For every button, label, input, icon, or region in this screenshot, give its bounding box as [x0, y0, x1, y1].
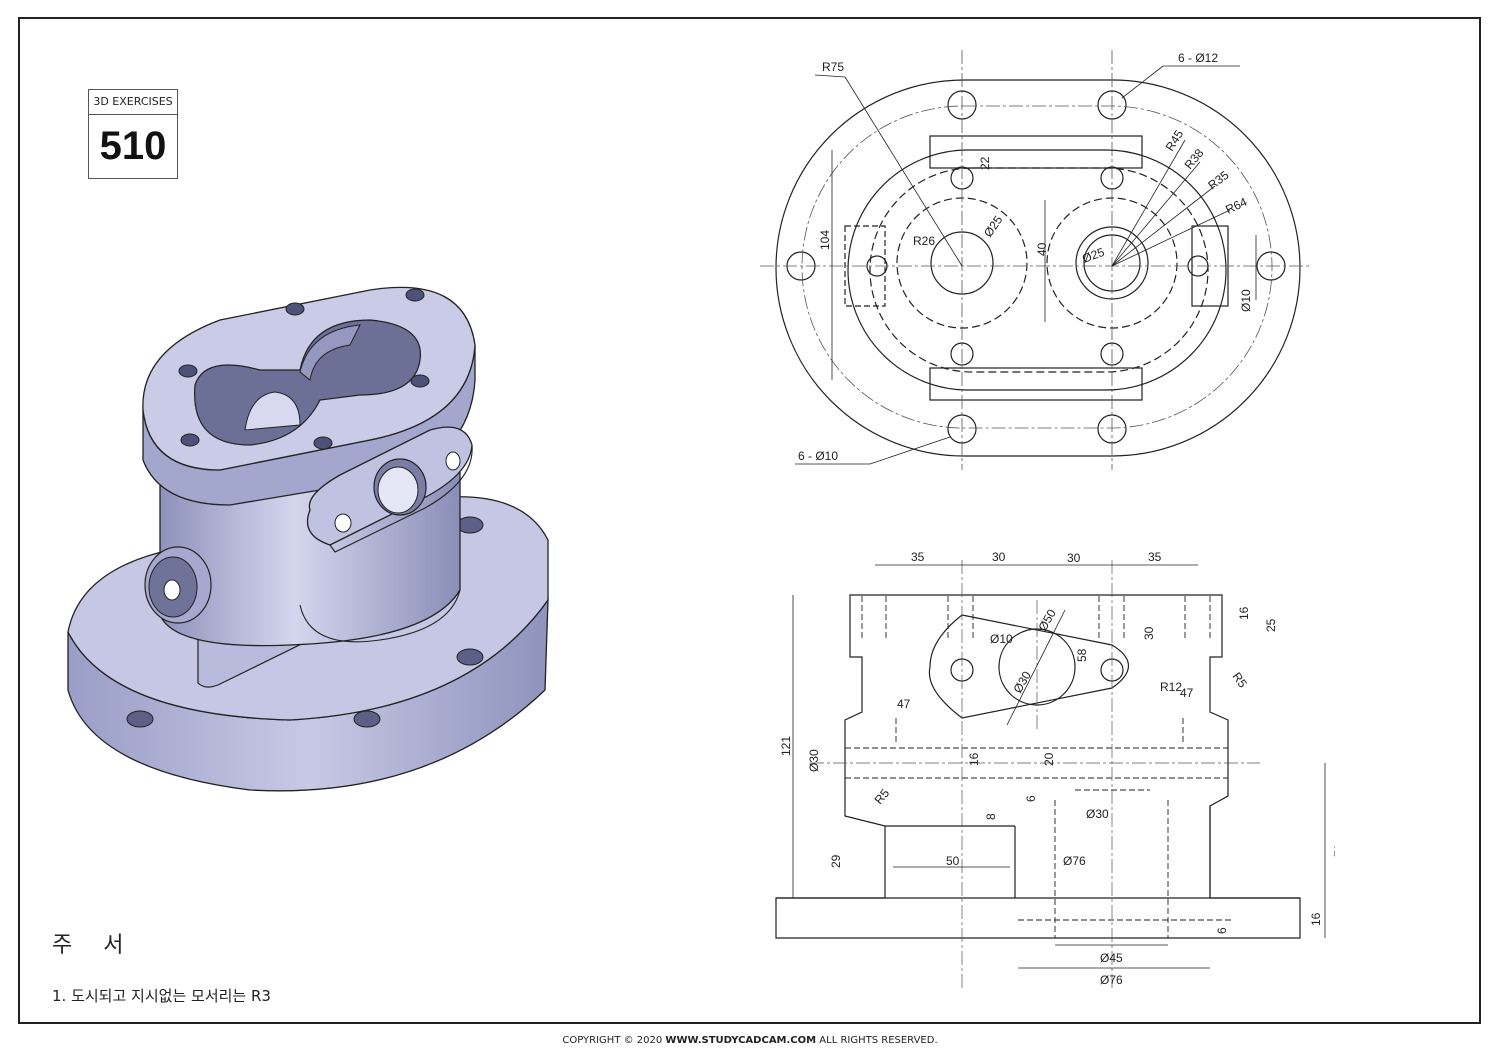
dim-w35a: 35 [911, 550, 925, 564]
dim-h25: 25 [1264, 618, 1278, 632]
dim-d76b: Ø76 [1100, 973, 1123, 987]
dim-d25-left: Ø25 [981, 213, 1006, 240]
copyright-footer: COPYRIGHT © 2020 WWW.STUDYCADCAM.COM ALL… [0, 1035, 1500, 1046]
dim-r35: R35 [1205, 168, 1231, 193]
dim-h6b: 6 [1215, 927, 1229, 934]
dim-r5b: R5 [872, 786, 893, 807]
copyright-prefix: COPYRIGHT © 2020 [562, 1035, 666, 1046]
oval-flange-edge [329, 444, 473, 553]
dim-d25-right: Ø25 [1080, 245, 1106, 266]
dim-r45: R45 [1163, 127, 1187, 153]
dim-w47b: 47 [1180, 686, 1194, 700]
dim-d30s: Ø30 [1086, 807, 1109, 821]
base-hole [456, 516, 484, 534]
dim-h16b: 16 [967, 752, 981, 766]
housing-hole [285, 302, 305, 316]
dim-h29: 29 [829, 854, 843, 868]
top-view: R75 6 - Ø12 6 - Ø10 R45 R38 R35 R64 Ø25 … [760, 50, 1310, 470]
dim-r5a: R5 [1230, 670, 1250, 691]
dim-h16: 16 [1237, 606, 1251, 620]
top-flange-outline [929, 135, 1143, 169]
dim-w30a: 30 [992, 550, 1006, 564]
dim-r64: R64 [1223, 195, 1249, 217]
dim-d76a: Ø76 [1063, 854, 1086, 868]
dim-h30: 30 [1142, 626, 1156, 640]
bottom-flange-outline [929, 367, 1143, 401]
dim-holes-10: 6 - Ø10 [798, 449, 838, 463]
dim-d30l: Ø30 [807, 749, 821, 772]
front-outline [775, 594, 1301, 939]
dim-104: 104 [818, 230, 832, 250]
housing-hole [410, 374, 430, 388]
dim-r26: R26 [913, 234, 935, 248]
dim-h16c: 16 [1309, 912, 1323, 926]
housing-hole [180, 433, 200, 447]
dim-holes-12: 6 - Ø12 [1178, 51, 1218, 65]
top-outline [775, 79, 1301, 457]
dim-h6: 6 [1024, 795, 1038, 802]
dim-d30c: Ø30 [1010, 669, 1034, 696]
notes-title: 주 서 [52, 933, 136, 958]
dim-w47a: 47 [897, 697, 911, 711]
flange-port-inner [377, 466, 419, 514]
isometric-view [67, 286, 549, 792]
copyright-site: WWW.STUDYCADCAM.COM [665, 1035, 817, 1046]
oval-flange-front [928, 614, 1129, 719]
dim-d45: Ø45 [1100, 951, 1123, 965]
side-boss-left [844, 225, 886, 307]
base-hole [456, 648, 484, 666]
dim-r38: R38 [1182, 146, 1207, 172]
bolt-circle [801, 105, 1273, 429]
dim-h71: 71 [1332, 843, 1335, 857]
base-hole [126, 710, 154, 728]
drawing-frame [18, 17, 1481, 1024]
dim-h8: 8 [984, 813, 998, 820]
dim-w50: 50 [946, 854, 960, 868]
housing-hole [313, 436, 333, 450]
badge-number: 510 [99, 124, 167, 168]
dim-d10: Ø10 [990, 632, 1013, 646]
side-boss-hole [163, 579, 181, 601]
top-inner-outline [847, 149, 1227, 391]
body-lower-ring [299, 589, 461, 643]
flange-bolt-hole [445, 451, 461, 471]
dim-h20: 20 [1042, 752, 1056, 766]
cavity-inner-wall-2 [299, 324, 361, 381]
exercise-badge: 3D EXERCISES 510 [88, 89, 178, 179]
dim-22: 22 [978, 156, 992, 170]
housing-hole [405, 288, 425, 302]
base-hole [353, 710, 381, 728]
dim-w35b: 35 [1148, 550, 1162, 564]
flange-bolt-hole [334, 513, 352, 533]
dim-w30b: 30 [1067, 551, 1081, 565]
dim-h58: 58 [1075, 648, 1089, 662]
dim-d10: Ø10 [1239, 289, 1253, 312]
cavity-inner-wall [244, 391, 301, 431]
dim-40: 40 [1035, 242, 1049, 256]
badge-label: 3D EXERCISES [89, 90, 177, 115]
dim-r75: R75 [822, 60, 844, 74]
copyright-suffix: ALL RIGHTS RESERVED. [816, 1035, 938, 1046]
housing-hole [178, 364, 198, 378]
note-item: 1. 도시되고 지시없는 모서리는 R3 [52, 987, 271, 1005]
dim-h121: 121 [779, 736, 793, 756]
dim-r12: R12 [1160, 680, 1182, 694]
front-view: 35 30 30 35 16 25 30 Ø10 Ø50 58 Ø30 R12 … [775, 550, 1335, 990]
